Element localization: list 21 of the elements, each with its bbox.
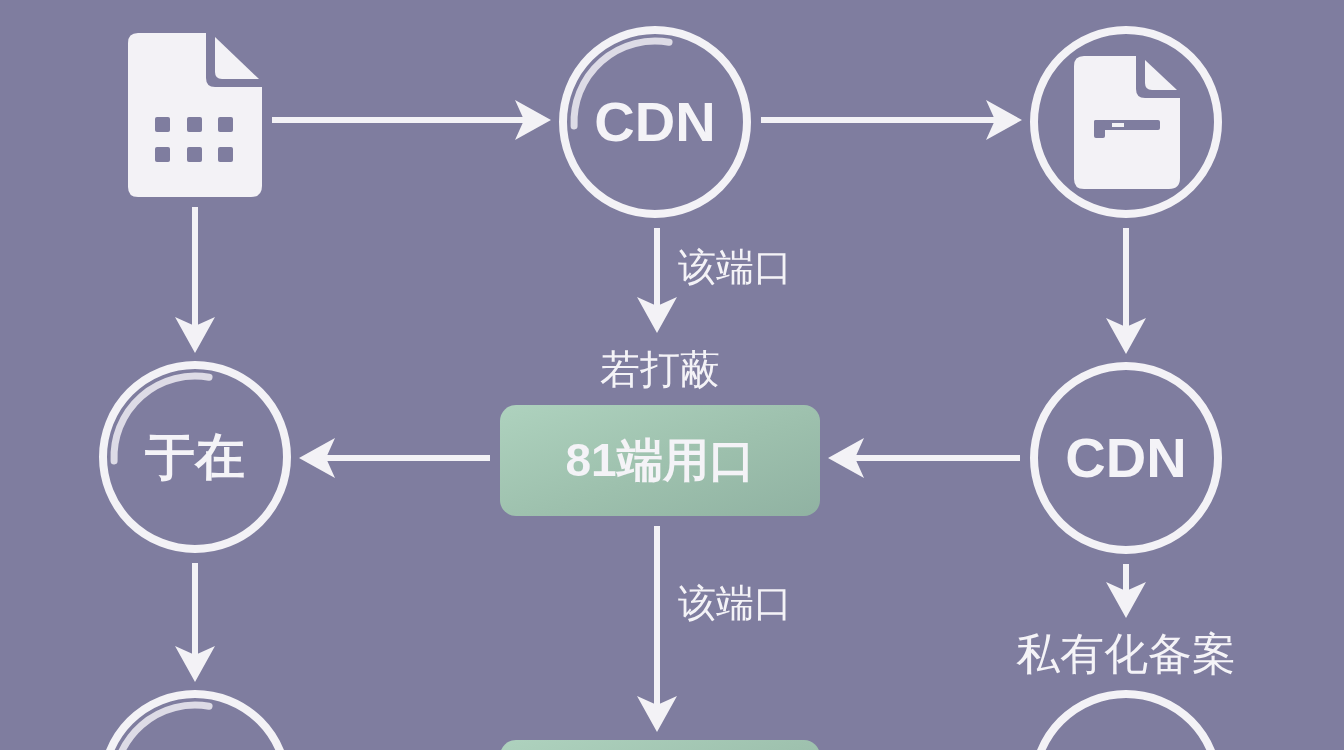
arrow: [1106, 228, 1146, 354]
node-label: CDN: [1065, 427, 1187, 489]
circle-node: [1030, 362, 1222, 554]
arrow: [828, 438, 1020, 478]
node-label: 于在: [145, 429, 245, 485]
arrow: [272, 100, 551, 140]
process-box: 81端用口: [500, 405, 820, 516]
node-heading: 私有化备案: [1016, 628, 1236, 680]
file-icon: [128, 33, 262, 197]
circle-node: [99, 361, 291, 553]
arrow: [637, 526, 677, 732]
arrow: [175, 563, 215, 682]
arrow: [299, 438, 490, 478]
arrow: [175, 207, 215, 353]
edge-label: 该端口: [678, 245, 792, 290]
edge-label: 该端口: [678, 581, 792, 626]
node-heading: 若打蔽: [600, 346, 720, 393]
circle-node: [1030, 26, 1222, 218]
node-label: CDN: [594, 91, 716, 153]
circle-node: [559, 26, 751, 218]
arrow: [1106, 564, 1146, 618]
